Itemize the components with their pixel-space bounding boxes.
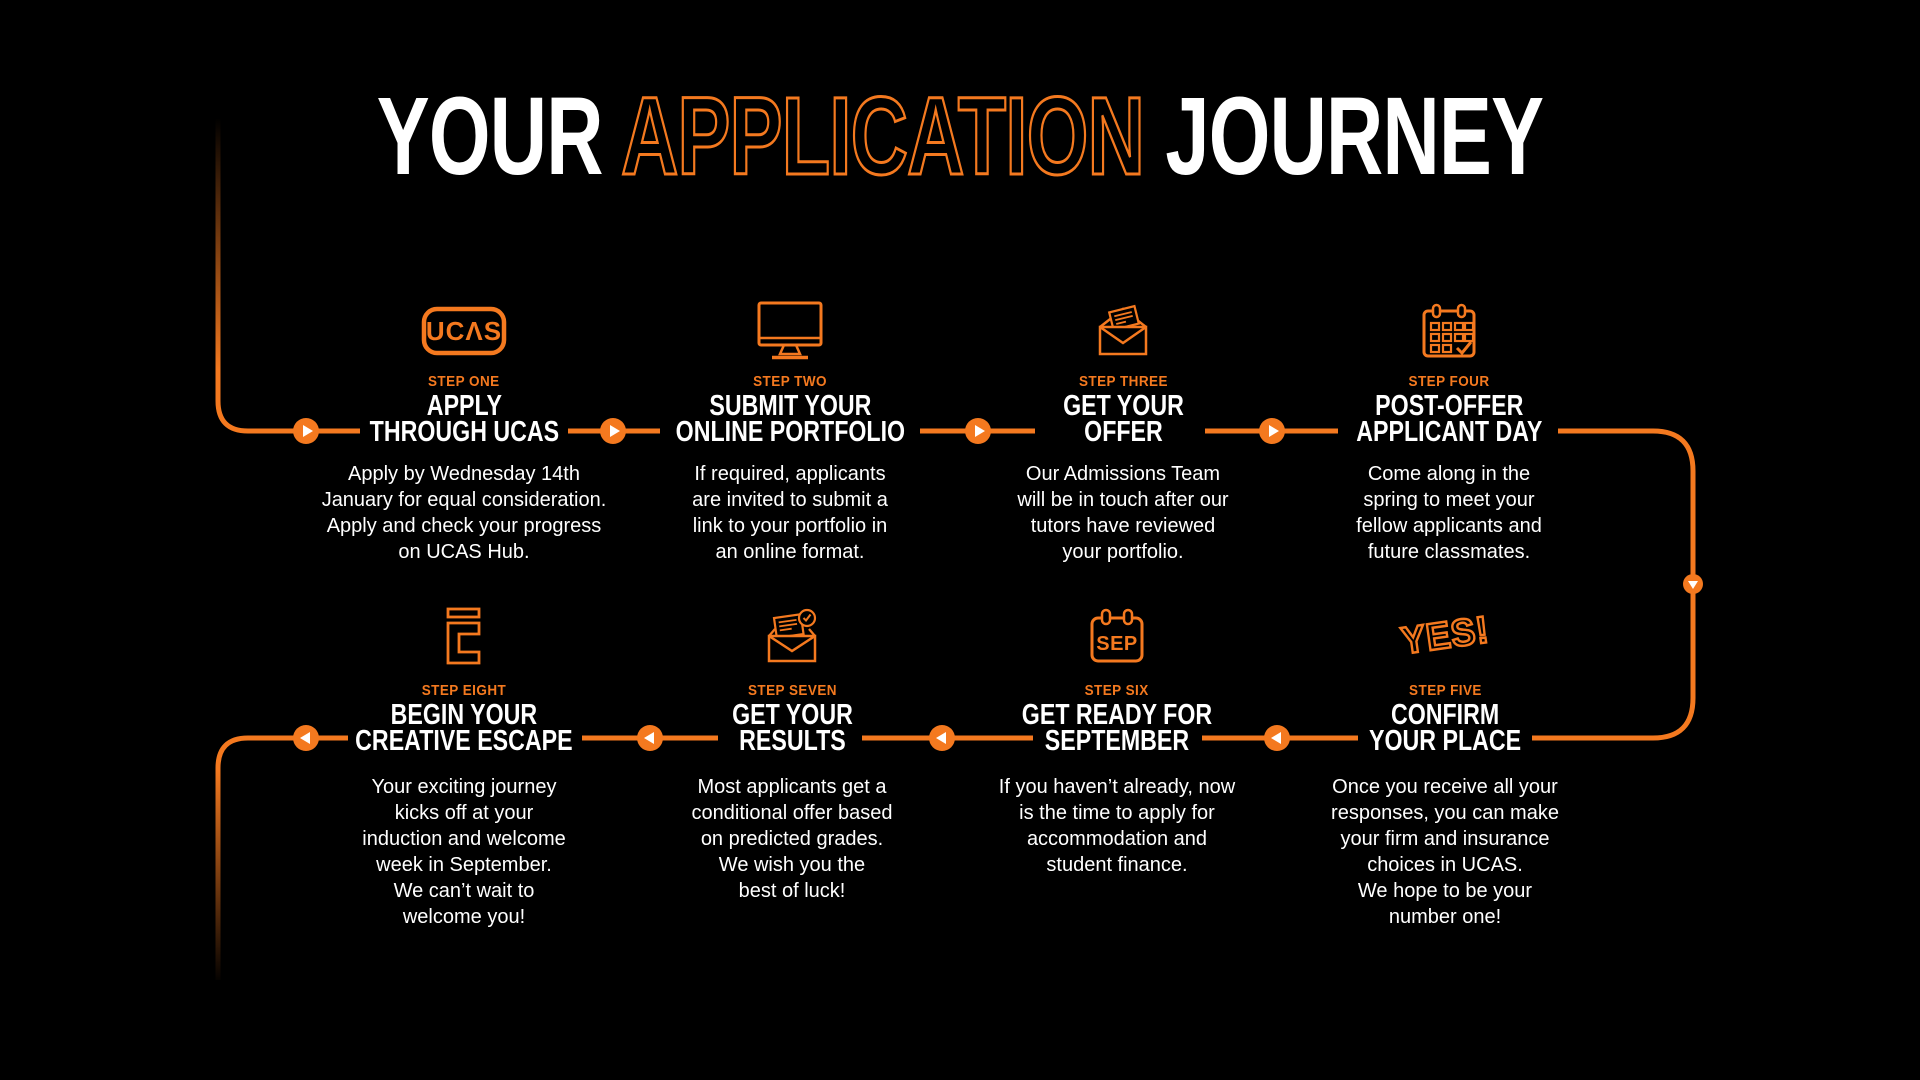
step-label: STEP SEVEN: [747, 682, 837, 699]
arrow-left-icon: [293, 725, 319, 751]
step-label: STEP TWO: [753, 373, 827, 390]
step-eight-card: STEP EIGHT BEGIN YOUR CREATIVE ESCAPE Yo…: [284, 604, 644, 930]
arrow-left-icon: [1264, 725, 1290, 751]
calendar-sep-icon: SEP: [1089, 604, 1145, 668]
step-description: Our Admissions Team will be in touch aft…: [1017, 463, 1229, 563]
step-label: STEP FOUR: [1408, 373, 1490, 390]
step-title: GET READY FOR SEPTEMBER: [1021, 699, 1213, 757]
step-label: STEP FIVE: [1408, 682, 1482, 699]
arrow-right-icon: [293, 418, 319, 444]
step-description: Come along in the spring to meet your fe…: [1356, 463, 1542, 563]
step-label: STEP EIGHT: [421, 682, 507, 699]
step-description: Most applicants get a conditional offer …: [691, 776, 893, 902]
step-title: GET YOUR RESULTS: [731, 699, 853, 757]
step-label: STEP ONE: [428, 373, 500, 390]
timeline-exit-segment: [215, 735, 348, 980]
step-title: BEGIN YOUR CREATIVE ESCAPE: [355, 699, 573, 757]
step-label: STEP SIX: [1084, 682, 1150, 699]
step-description: Once you receive all your responses, you…: [1331, 776, 1559, 928]
step-title: SUBMIT YOUR ONLINE PORTFOLIO: [675, 390, 905, 448]
creative-escape-logo-icon: [445, 604, 483, 668]
step-title: POST-OFFER APPLICANT DAY: [1355, 390, 1543, 448]
arrow-right-icon: [965, 418, 991, 444]
step-title: APPLY THROUGH UCAS: [369, 390, 559, 448]
ucas-logo-icon: UCΛS: [421, 295, 507, 367]
arrow-right-icon: [1259, 418, 1285, 444]
step-description: If you haven’t already, now is the time …: [998, 776, 1236, 876]
step-six-card: SEP STEP SIX GET READY FOR SEPTEMBER If …: [937, 604, 1297, 878]
step-four-card: STEP FOUR POST-OFFER APPLICANT DAY Come …: [1269, 295, 1629, 565]
step-three-card: STEP THREE GET YOUR OFFER Our Admissions…: [943, 295, 1303, 565]
step-one-card: UCΛS STEP ONE APPLY THROUGH UCAS Apply b…: [284, 295, 644, 565]
yes-icon: YES!: [1397, 607, 1492, 663]
svg-text:SEP: SEP: [1096, 633, 1138, 655]
page-title: YOUR APPLICATION JOURNEY: [269, 80, 1651, 193]
step-description: If required, applicants are invited to s…: [692, 463, 888, 563]
step-label: STEP THREE: [1078, 373, 1168, 390]
svg-text:UCΛS: UCΛS: [426, 316, 502, 346]
arrow-right-icon: [600, 418, 626, 444]
arrow-left-icon: [929, 725, 955, 751]
arrow-down-icon: [1683, 574, 1703, 594]
step-title: GET YOUR OFFER: [1062, 390, 1184, 448]
step-description: Apply by Wednesday 14th January for equa…: [321, 463, 607, 563]
step-two-card: STEP TWO SUBMIT YOUR ONLINE PORTFOLIO If…: [610, 295, 970, 565]
offer-envelope-icon: [1096, 295, 1150, 367]
step-description: Your exciting journey kicks off at your …: [362, 776, 566, 928]
title-word-journey: JOURNEY: [1165, 75, 1544, 198]
timeline-entry-segment: [215, 118, 360, 434]
results-envelope-icon: [765, 604, 819, 668]
monitor-icon: [755, 295, 825, 367]
calendar-check-icon: [1421, 295, 1477, 367]
title-word-your: YOUR: [376, 75, 604, 198]
step-five-card: YES! STEP FIVE CONFIRM YOUR PLACE Once y…: [1265, 604, 1625, 930]
arrow-left-icon: [637, 725, 663, 751]
step-title: CONFIRM YOUR PLACE: [1368, 699, 1522, 757]
step-seven-card: STEP SEVEN GET YOUR RESULTS Most applica…: [612, 604, 972, 904]
title-word-application: APPLICATION: [620, 75, 1146, 198]
